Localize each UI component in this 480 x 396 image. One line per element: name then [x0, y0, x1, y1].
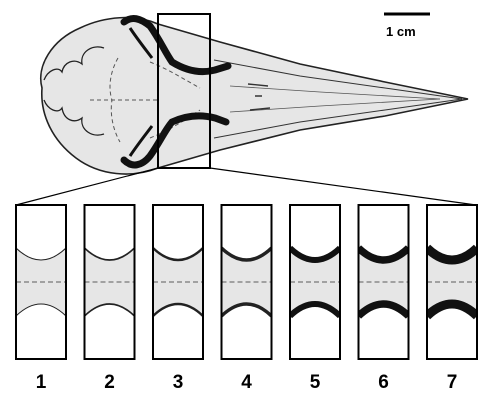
panel-number: 7 [447, 372, 458, 393]
panel-number: 6 [378, 372, 389, 393]
panel-3: 3 [153, 205, 203, 393]
panel-4: 4 [222, 205, 272, 393]
panel-number: 5 [310, 372, 321, 393]
panel-number: 2 [104, 372, 115, 393]
panel-sequence: 1 2 3 4 5 6 7 [16, 205, 477, 393]
skull-drawing [41, 18, 468, 174]
panel-6: 6 [359, 205, 409, 393]
upper-suture-edge [427, 248, 477, 260]
lower-suture-edge [359, 304, 409, 316]
panel-number: 3 [173, 372, 184, 393]
skull-outline [41, 18, 468, 174]
upper-suture-edge [359, 248, 409, 260]
zoom-line-left [16, 168, 158, 205]
scale-bar: 1 cm [384, 14, 430, 39]
zoom-line-right [210, 168, 476, 205]
panel-7: 7 [427, 205, 477, 393]
panel-number: 4 [241, 372, 252, 393]
scale-bar-label: 1 cm [386, 24, 416, 39]
lower-suture-edge [427, 304, 477, 316]
panel-5: 5 [290, 205, 340, 393]
panel-1: 1 [16, 205, 66, 393]
panel-number: 1 [36, 372, 47, 393]
panel-2: 2 [85, 205, 135, 393]
